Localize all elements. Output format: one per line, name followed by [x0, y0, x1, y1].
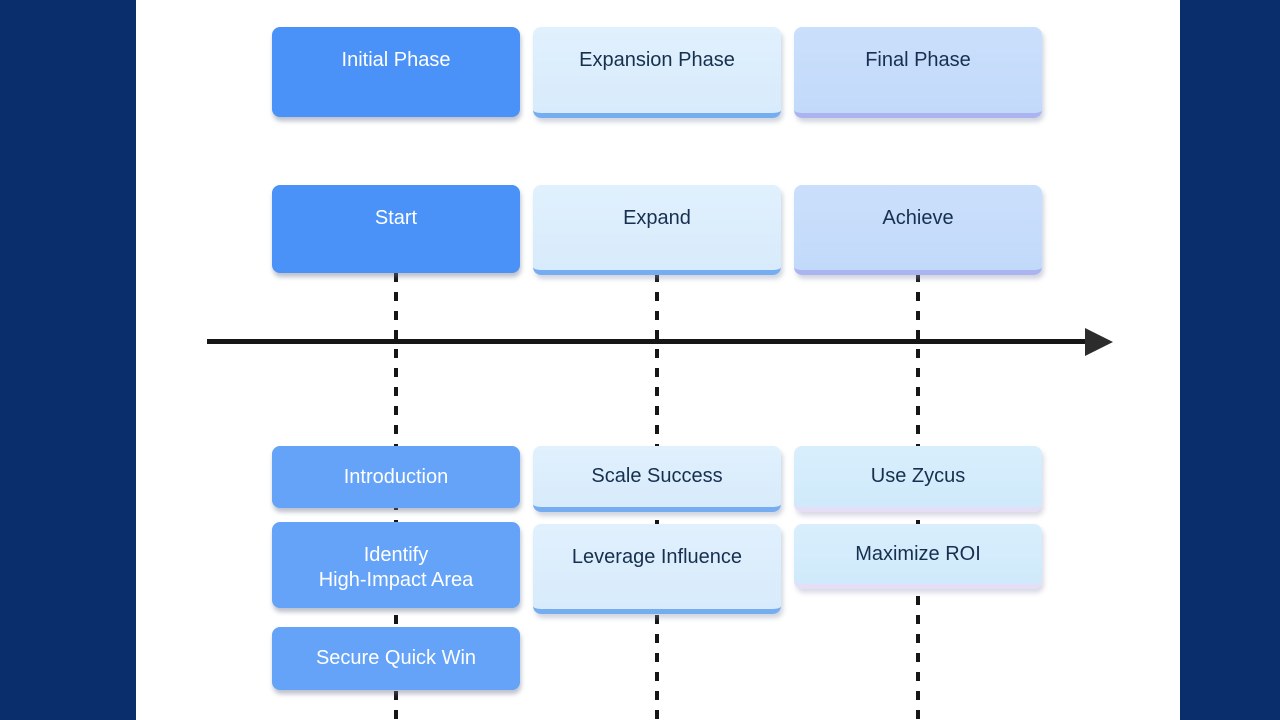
milestone-start: Start: [272, 185, 520, 273]
arrowhead-icon: [1085, 328, 1113, 356]
right-navy-panel: [1180, 0, 1280, 720]
activity-maximize-roi: Maximize ROI: [794, 524, 1042, 589]
phase-header-initial: Initial Phase: [272, 27, 520, 117]
activity-introduction: Introduction: [272, 446, 520, 508]
activity-use-zycus: Use Zycus: [794, 446, 1042, 512]
activity-secure-quick-win: Secure Quick Win: [272, 627, 520, 690]
timeline-axis: [207, 339, 1087, 344]
activity-identify-high-impact-area: Identify High-Impact Area: [272, 522, 520, 608]
phase-header-expansion: Expansion Phase: [533, 27, 781, 118]
activity-leverage-influence: Leverage Influence: [533, 524, 781, 614]
activity-scale-success: Scale Success: [533, 446, 781, 512]
milestone-achieve: Achieve: [794, 185, 1042, 275]
phase-header-final: Final Phase: [794, 27, 1042, 118]
milestone-expand: Expand: [533, 185, 781, 275]
left-navy-panel: [0, 0, 136, 720]
